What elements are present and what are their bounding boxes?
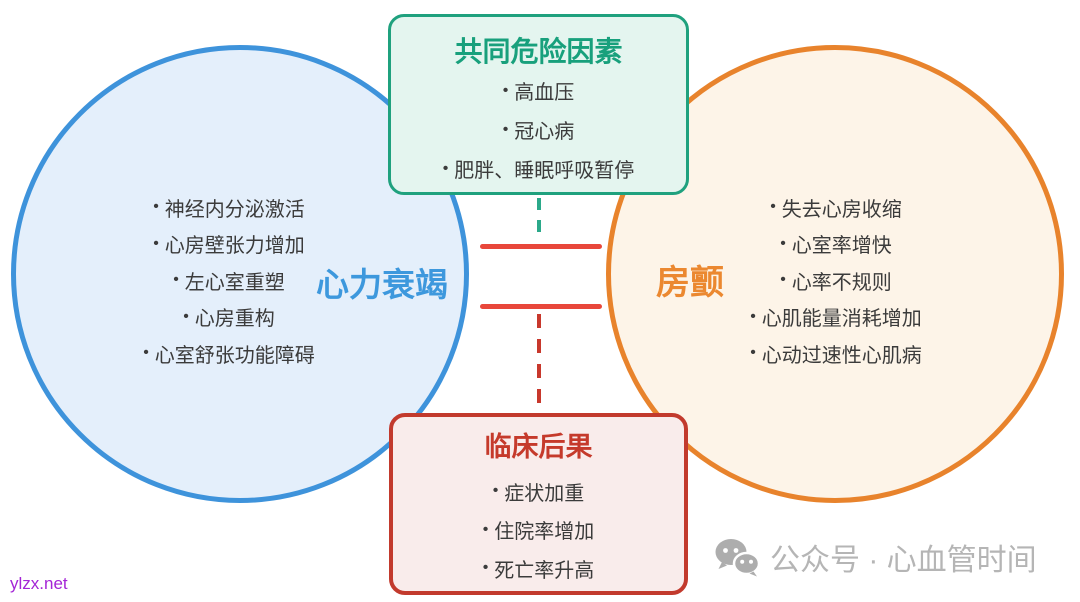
clinical-outcome-item: 死亡率升高: [393, 549, 684, 588]
heart-failure-item-list: 神经内分泌激活心房壁张力增加左心室重塑心房重构心室舒张功能障碍: [59, 189, 399, 372]
risk-factor-item: 冠心病: [391, 110, 686, 149]
equals-bar-bottom: [480, 304, 602, 309]
atrial-fibrillation-item: 心肌能量消耗增加: [666, 299, 1006, 336]
clinical-outcomes-title: 临床后果: [484, 432, 593, 462]
clinical-outcome-item: 住院率增加: [393, 511, 684, 550]
heart-failure-item: 心房壁张力增加: [59, 226, 399, 263]
risk-box-dashed-connector: [537, 198, 541, 235]
wechat-icon: [714, 538, 760, 577]
clinical-outcomes-list: 症状加重住院率增加死亡率升高: [393, 472, 684, 588]
heart-failure-item: 神经内分泌激活: [59, 189, 399, 226]
atrial-fibrillation-item: 心率不规则: [666, 262, 1006, 299]
risk-factor-item: 肥胖、睡眠呼吸暂停: [391, 149, 686, 188]
equals-bar-top: [480, 244, 602, 249]
common-risk-factors-box: 共同危险因素 高血压冠心病肥胖、睡眠呼吸暂停: [388, 14, 689, 195]
clinical-outcome-item: 症状加重: [393, 472, 684, 511]
atrial-fibrillation-item-list: 失去心房收缩心室率增快心率不规则心肌能量消耗增加心动过速性心肌病: [666, 189, 1006, 372]
atrial-fibrillation-item: 失去心房收缩: [666, 189, 1006, 226]
risk-factor-item: 高血压: [391, 71, 686, 110]
wechat-watermark: 公众号 · 心血管时间: [714, 535, 1037, 579]
common-risk-factors-title: 共同危险因素: [454, 36, 623, 67]
site-watermark-link[interactable]: ylzx.net: [10, 574, 68, 593]
atrial-fibrillation-item: 心动过速性心肌病: [666, 335, 1006, 372]
heart-failure-item: 心房重构: [59, 299, 399, 336]
atrial-fibrillation-item: 心室率增快: [666, 226, 1006, 263]
heart-failure-item: 心室舒张功能障碍: [59, 335, 399, 372]
common-risk-factors-list: 高血压冠心病肥胖、睡眠呼吸暂停: [391, 71, 686, 188]
heart-failure-item: 左心室重塑: [59, 262, 399, 299]
outcome-box-dashed-connector: [537, 314, 541, 412]
wechat-watermark-label: 公众号 · 心血管时间: [770, 544, 1037, 577]
clinical-outcomes-box: 临床后果 症状加重住院率增加死亡率升高: [389, 413, 688, 595]
